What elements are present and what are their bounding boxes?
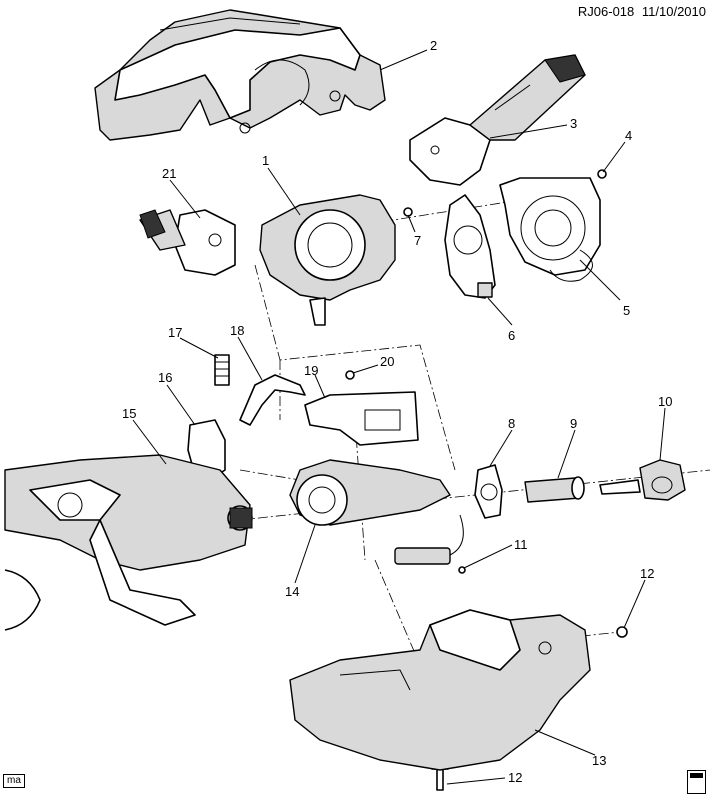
diagram-code: RJ06-018 bbox=[577, 4, 635, 19]
callout-4: 4 bbox=[625, 128, 632, 143]
part-1-lock-housing bbox=[259, 194, 413, 326]
part-20-screw bbox=[345, 370, 355, 380]
gm-parts-logo-icon bbox=[687, 770, 706, 794]
leader-lines bbox=[132, 49, 666, 785]
callout-12-lower: 12 bbox=[508, 770, 522, 785]
callout-7: 7 bbox=[414, 233, 421, 248]
part-19-shield bbox=[304, 391, 419, 446]
part-9-cylinder bbox=[524, 476, 585, 503]
corner-tag: ma bbox=[3, 774, 25, 788]
callout-5: 5 bbox=[623, 303, 630, 318]
callout-16: 16 bbox=[158, 370, 172, 385]
callout-19: 19 bbox=[304, 363, 318, 378]
callout-8: 8 bbox=[508, 416, 515, 431]
part-11-antenna bbox=[394, 514, 466, 574]
callout-2: 2 bbox=[430, 38, 437, 53]
diagram-date: 11/10/2010 bbox=[641, 4, 706, 19]
part-3-wiper-switch bbox=[409, 54, 586, 186]
callout-14: 14 bbox=[285, 584, 299, 599]
callout-13: 13 bbox=[592, 753, 606, 768]
callout-10: 10 bbox=[658, 394, 672, 409]
part-13-lower-shroud bbox=[289, 609, 591, 771]
part-4-screw bbox=[597, 169, 607, 179]
part-6-angle-sensor bbox=[444, 194, 496, 299]
callout-21: 21 bbox=[162, 166, 176, 181]
part-2-upper-shroud bbox=[94, 9, 386, 141]
callout-1: 1 bbox=[262, 153, 269, 168]
callout-18: 18 bbox=[230, 323, 244, 338]
part-5-clockspring bbox=[499, 177, 601, 282]
part-8-bezel bbox=[474, 464, 503, 519]
callout-20: 20 bbox=[380, 354, 394, 369]
callout-12-upper: 12 bbox=[640, 566, 654, 581]
part-21-turn-signal-switch bbox=[139, 209, 236, 276]
callout-9: 9 bbox=[570, 416, 577, 431]
callout-11: 11 bbox=[514, 537, 528, 552]
part-18-bracket bbox=[239, 374, 306, 426]
callout-17: 17 bbox=[168, 325, 182, 340]
callout-15: 15 bbox=[122, 406, 136, 421]
steering-column bbox=[4, 454, 253, 631]
callouts: 1 2 3 4 5 6 7 8 9 10 11 12 12 13 14 15 1… bbox=[122, 38, 672, 785]
callout-6: 6 bbox=[508, 328, 515, 343]
part-17-bolt bbox=[214, 354, 230, 386]
part-14-ignition-housing bbox=[289, 459, 451, 526]
diagram-header: RJ06-018 11/10/2010 bbox=[574, 4, 706, 19]
callout-3: 3 bbox=[570, 116, 577, 131]
